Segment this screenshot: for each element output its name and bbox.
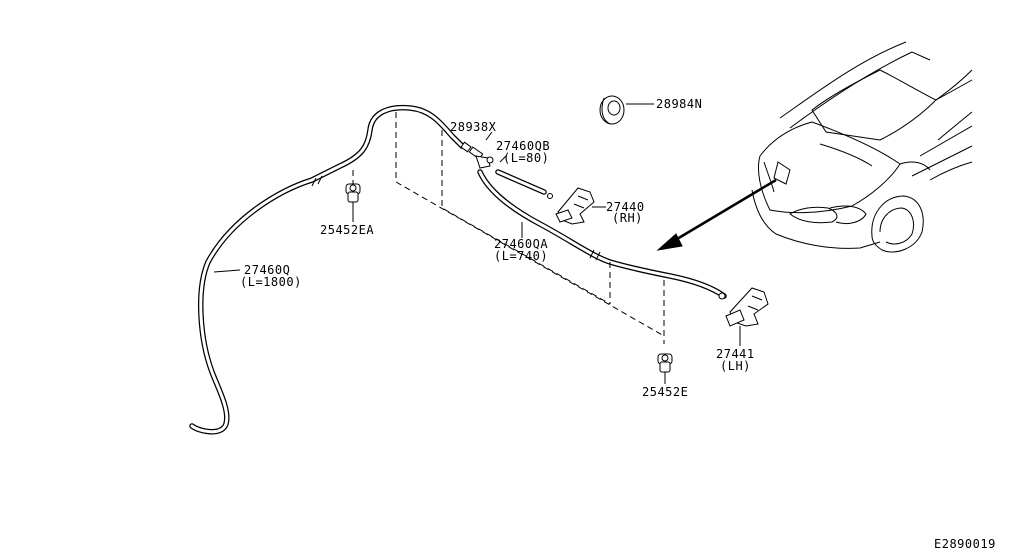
diagram-id: E2890019 (934, 537, 996, 551)
joint-28938x (460, 141, 494, 169)
label-27440: 27440 (606, 200, 645, 214)
leader-lines (213, 103, 741, 384)
hose-27460q (189, 104, 465, 435)
label-27460q-length: (L=1800) (240, 275, 302, 289)
clip-25452e (657, 353, 673, 373)
nozzle-27440-rh (555, 187, 595, 225)
label-27460qb-length: (L=80) (503, 151, 549, 165)
label-28938x: 28938X (450, 120, 497, 134)
label-27441-side: (LH) (720, 359, 751, 373)
break-mark-icon (311, 175, 323, 187)
label-27460qb: 27460QB (496, 139, 550, 153)
label-25452e: 25452E (642, 385, 688, 399)
label-28984n: 28984N (656, 97, 702, 111)
pointer-arrow (656, 178, 777, 251)
label-25452ea: 25452EA (320, 223, 374, 237)
label-27441: 27441 (716, 347, 755, 361)
label-27440-side: (RH) (612, 211, 643, 225)
break-mark-icon (589, 249, 601, 261)
label-27460qa-length: (L=740) (494, 249, 548, 263)
label-27460qa: 27460QA (494, 237, 548, 251)
label-27460q: 27460Q (244, 263, 290, 277)
grommet-28984n (599, 95, 625, 125)
nozzle-27441-lh (718, 287, 769, 327)
dashed-reference-lines (352, 112, 665, 344)
car-illustration (751, 41, 973, 253)
clip-25452ea (345, 183, 361, 203)
hose-27460qa (477, 169, 727, 299)
hose-27460qb (495, 169, 553, 199)
